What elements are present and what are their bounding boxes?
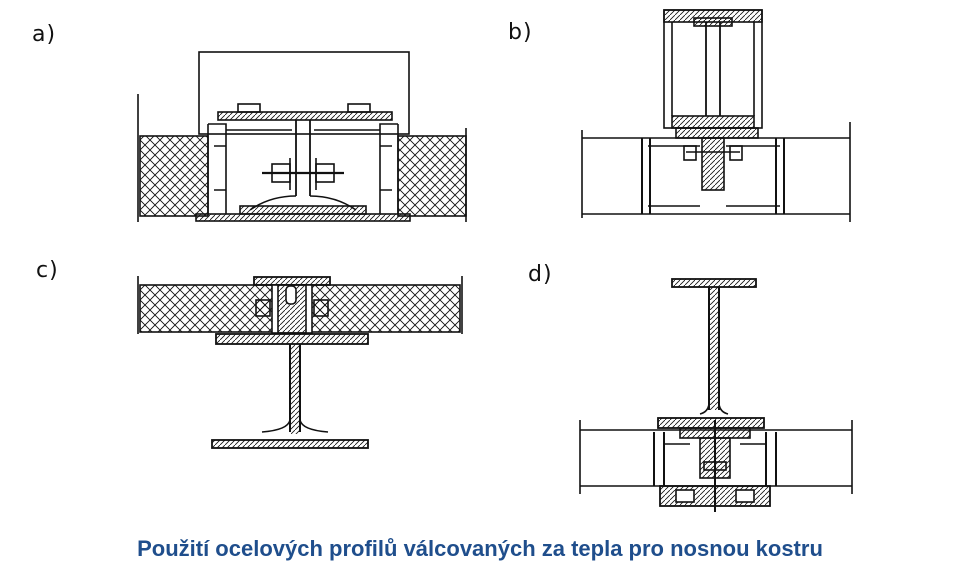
label-b: b) [508, 20, 533, 45]
detail-b-drawing [581, 9, 851, 222]
caption: Použití ocelových profilů válcovaných za… [137, 536, 823, 561]
detail-c-drawing [137, 276, 463, 449]
bottom-plate [195, 213, 411, 222]
label-c: c) [36, 258, 59, 283]
cover-box [198, 51, 410, 135]
label-a: a) [32, 22, 57, 47]
detail-d-drawing [579, 278, 853, 512]
label-d: d) [528, 262, 553, 287]
insulation-panel-right [397, 135, 467, 217]
insulation-panel-left [139, 135, 209, 217]
detail-a-drawing [137, 51, 467, 222]
